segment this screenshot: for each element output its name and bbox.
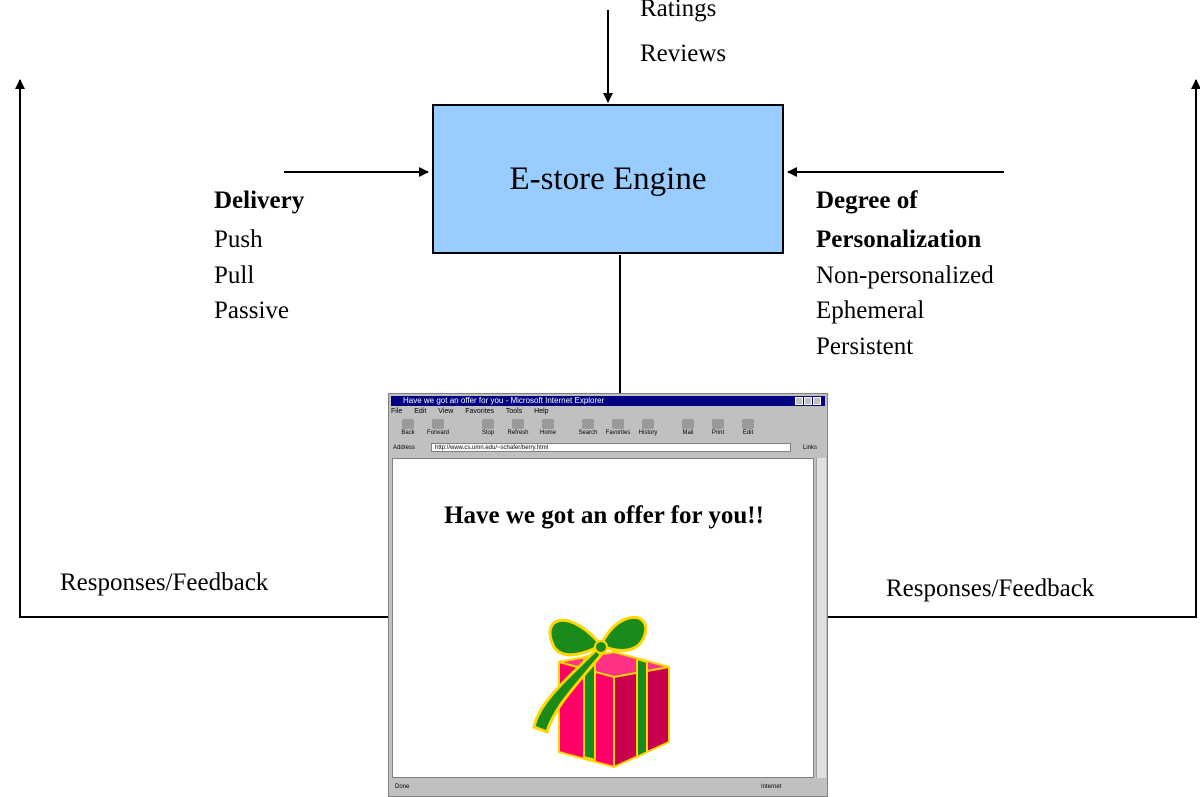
menu-edit[interactable]: Edit xyxy=(414,408,427,415)
delivery-item: Push xyxy=(214,226,263,253)
toolbar-home-button[interactable]: Home xyxy=(535,419,561,437)
personalization-item: Ephemeral xyxy=(816,297,925,324)
input-reviews-label: Reviews xyxy=(640,40,727,67)
status-bar: Done Internet xyxy=(391,780,825,794)
browser-title: Have we got an offer for you - Microsoft… xyxy=(403,396,605,405)
toolbar-mail-button[interactable]: Mail xyxy=(675,419,701,437)
personalization-item: Non-personalized xyxy=(816,262,994,289)
address-input[interactable]: http://www.cs.umn.edu/~schafer/berry.htm… xyxy=(431,443,791,452)
feedback-loop-right xyxy=(828,79,1200,618)
history-icon xyxy=(642,419,654,429)
toolbar-back-button[interactable]: Back xyxy=(395,419,421,437)
print-icon xyxy=(712,419,724,429)
estore-engine-label: E-store Engine xyxy=(509,160,707,197)
menu-help[interactable]: Help xyxy=(534,408,549,415)
toolbar-edit-button[interactable]: Edit xyxy=(735,419,761,437)
back-icon xyxy=(402,419,414,429)
edit-icon xyxy=(742,419,754,429)
delivery-item: Passive xyxy=(214,297,289,324)
links-label[interactable]: Links xyxy=(803,445,818,451)
menu-tools[interactable]: Tools xyxy=(505,408,523,415)
feedback-left-label: Responses/Feedback xyxy=(60,569,269,596)
maximize-icon[interactable] xyxy=(804,397,812,405)
mail-icon xyxy=(682,419,694,429)
stop-icon xyxy=(482,419,494,429)
delivery-heading: Delivery xyxy=(214,187,305,214)
toolbar-history-button[interactable]: History xyxy=(635,419,661,437)
refresh-icon xyxy=(512,419,524,429)
feedback-right-label: Responses/Feedback xyxy=(886,575,1095,602)
personalization-heading-line2: Personalization xyxy=(816,226,982,253)
address-bar: Address http://www.cs.umn.edu/~schafer/b… xyxy=(391,442,825,454)
browser-toolbar: Back Forward Stop Refresh Home Search Fa… xyxy=(391,418,825,438)
menu-favorites[interactable]: Favorites xyxy=(465,408,495,415)
favorites-icon xyxy=(612,419,624,429)
personalization-item: Persistent xyxy=(816,333,914,360)
forward-icon xyxy=(432,419,444,429)
menu-file[interactable]: File xyxy=(391,408,403,415)
vertical-scrollbar[interactable] xyxy=(816,458,826,778)
input-ratings-label: Ratings xyxy=(640,0,717,22)
toolbar-forward-button[interactable]: Forward xyxy=(425,419,451,437)
browser-menu-bar: File Edit View Favorites Tools Help xyxy=(391,407,811,417)
menu-view[interactable]: View xyxy=(438,408,454,415)
delivery-item: Pull xyxy=(214,262,255,289)
feedback-loop-left xyxy=(15,79,388,618)
browser-title-bar: Have we got an offer for you - Microsoft… xyxy=(391,396,825,406)
status-done: Done xyxy=(395,784,410,790)
search-icon xyxy=(582,419,594,429)
status-zone: Internet xyxy=(761,784,782,790)
offer-heading: Have we got an offer for you!! xyxy=(444,502,764,529)
browser-window: Have we got an offer for you - Microsoft… xyxy=(388,393,828,797)
close-icon[interactable] xyxy=(813,397,821,405)
estore-engine-box: E-store Engine xyxy=(432,104,784,254)
gift-box-icon[interactable] xyxy=(529,607,679,777)
toolbar-favorites-button[interactable]: Favorites xyxy=(605,419,631,437)
toolbar-refresh-button[interactable]: Refresh xyxy=(505,419,531,437)
address-label: Address xyxy=(393,445,416,451)
toolbar-stop-button[interactable]: Stop xyxy=(475,419,501,437)
personalization-heading-line1: Degree of xyxy=(816,187,918,214)
toolbar-print-button[interactable]: Print xyxy=(705,419,731,437)
toolbar-search-button[interactable]: Search xyxy=(575,419,601,437)
browser-content: Have we got an offer for you!! xyxy=(392,458,814,778)
home-icon xyxy=(542,419,554,429)
minimize-icon[interactable] xyxy=(795,397,803,405)
